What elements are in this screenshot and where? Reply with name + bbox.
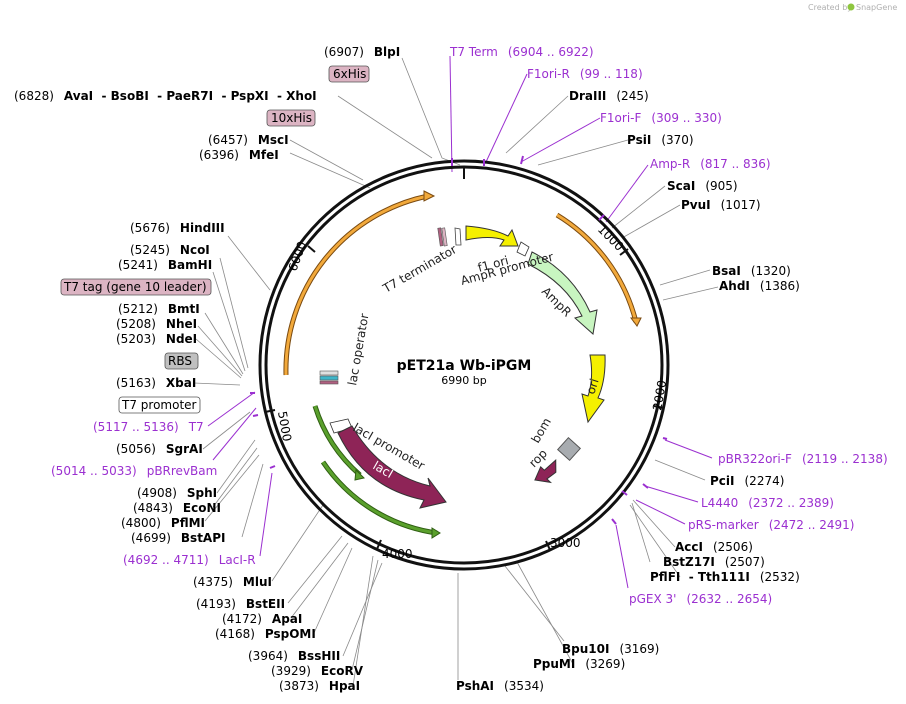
ampr-promoter-feature — [516, 241, 530, 257]
enzyme-pvui: PvuI(1017) — [681, 198, 761, 212]
enzyme-ncoi: (5245)NcoI — [130, 243, 210, 257]
primer-pbrrevbam: (5014 .. 5033)pBRrevBam — [51, 464, 217, 478]
primer-pbr322ori-f: pBR322ori-F(2119 .. 2138) — [718, 452, 888, 466]
enzyme-bsshii: (3964)BssHII — [248, 649, 340, 663]
ori-arrow — [581, 354, 606, 424]
enzyme-psii: PsiI(370) — [627, 133, 694, 147]
primer-f1ori-f: F1ori-F(309 .. 330) — [600, 111, 722, 125]
enzyme-nhei: (5208)NheI — [116, 317, 197, 331]
enzyme-xhoi-group: (6828)AvaI - BsoBI - PaeR7I - PspXI - Xh… — [14, 89, 317, 103]
snapgene-logo-icon — [847, 3, 855, 11]
enzyme-ndei: (5203)NdeI — [116, 332, 197, 346]
primer-f1ori-r: F1ori-R(99 .. 118) — [527, 67, 643, 81]
primer-lines — [207, 55, 713, 589]
plasmid-size: 6990 bp — [441, 374, 486, 387]
feature-arcs — [283, 190, 642, 539]
enzyme-xbai: (5163)XbaI — [116, 376, 196, 390]
tick-6000: 6000 — [286, 240, 310, 273]
primer-l4440: L4440(2372 .. 2389) — [701, 496, 834, 510]
primer-laci-r: (4692 .. 4711)LacI-R — [123, 553, 256, 567]
tick-5000: 5000 — [275, 410, 294, 443]
primer-pgex3: pGEX 3'(2632 .. 2654) — [629, 592, 772, 606]
enzyme-ahdi: AhdI(1386) — [719, 279, 800, 293]
enzyme-pflfi-group: PflFI - Tth111I(2532) — [650, 570, 800, 584]
enzyme-sphi: (4908)SphI — [137, 486, 217, 500]
label-lac-operator: lac operator — [345, 312, 371, 386]
enzyme-pcii: PciI(2274) — [710, 474, 784, 488]
feature-t7-tag: T7 tag (gene 10 leader) — [63, 280, 207, 294]
enzyme-ecorv: (3929)EcoRV — [271, 664, 364, 678]
highlight-boxes: 6xHis 10xHis T7 tag (gene 10 leader) RBS… — [60, 65, 370, 414]
backbone-ring — [258, 159, 670, 571]
enzyme-pshai: PshAI(3534) — [456, 679, 544, 693]
enzyme-ppumi: PpuMI(3269) — [533, 657, 625, 671]
enzyme-bstz17i: BstZ17I(2507) — [663, 555, 765, 569]
label-ori: ori — [584, 377, 602, 396]
enzyme-pflmi: (4800)PflMI — [121, 516, 205, 530]
enzyme-hindiii: (5676)HindIII — [130, 221, 225, 235]
primer-labels: T7 Term(6904 .. 6922) F1ori-R(99 .. 118)… — [51, 45, 888, 606]
feature-rbs: RBS — [168, 354, 192, 368]
credit: Created by SnapGene — [808, 3, 897, 12]
enzyme-pspomi: (4168)PspOMI — [215, 627, 316, 641]
t7-terminator-feature — [454, 227, 462, 246]
his-tag-boxes — [437, 227, 462, 247]
tick-3000: 3000 — [550, 536, 581, 550]
credit-text: Created by — [808, 3, 852, 12]
enzyme-msci: (6457)MscI — [208, 133, 289, 147]
enzyme-sgrai: (5056)SgrAI — [116, 442, 203, 456]
feature-10xhis: 10xHis — [271, 111, 312, 125]
label-bom: bom — [528, 415, 553, 445]
feature-t7-promoter: T7 promoter — [121, 398, 197, 412]
lac-operator-feature — [319, 375, 339, 381]
primer-t7-term: T7 Term(6904 .. 6922) — [449, 45, 594, 59]
leader-lines — [193, 57, 719, 687]
primer-amp-r: Amp-R(817 .. 836) — [650, 157, 771, 171]
tick-4000: 4000 — [382, 547, 413, 561]
enzyme-bmti: (5212)BmtI — [118, 302, 200, 316]
primer-t7: (5117 .. 5136)T7 — [93, 420, 204, 434]
primer-prs-marker: pRS-marker(2472 .. 2491) — [688, 518, 854, 532]
bom-feature — [556, 436, 582, 462]
enzyme-bpu10i: Bpu10I(3169) — [562, 642, 659, 656]
enzyme-bsai: BsaI(1320) — [712, 264, 791, 278]
f1-ori-arrow — [465, 225, 519, 247]
enzyme-scai: ScaI(905) — [667, 179, 738, 193]
enzyme-bsteii: (4193)BstEII — [196, 597, 285, 611]
laci-arrow — [337, 425, 447, 509]
enzyme-blpi: (6907)BlpI — [324, 45, 400, 59]
enzyme-labels: (6907)BlpI (6828)AvaI - BsoBI - PaeR7I -… — [14, 45, 800, 693]
feature-6xhis: 6xHis — [333, 67, 366, 81]
enzyme-hpai: (3873)HpaI — [279, 679, 360, 693]
enzyme-acci: AccI(2506) — [675, 540, 753, 554]
enzyme-bstapi: (4699)BstAPI — [131, 531, 225, 545]
enzyme-econi: (4843)EcoNI — [133, 501, 221, 515]
enzyme-mfei: (6396)MfeI — [199, 148, 279, 162]
primer-marks — [250, 155, 668, 525]
enzyme-draiii: DraIII(245) — [569, 89, 649, 103]
rop-arrow — [534, 458, 557, 484]
enzyme-bamhi: (5241)BamHI — [118, 258, 212, 272]
label-rop: rop — [526, 446, 550, 470]
credit-brand: SnapGene — [856, 3, 897, 12]
tick-2000: 2000 — [650, 379, 669, 412]
ampr-arrow — [527, 251, 598, 335]
plasmid-name: pET21a Wb-iPGM — [397, 358, 532, 374]
enzyme-mlui: (4375)MluI — [193, 575, 272, 589]
label-t7-terminator: T7 terminator — [380, 242, 459, 296]
enzyme-apai: (4172)ApaI — [222, 612, 302, 626]
